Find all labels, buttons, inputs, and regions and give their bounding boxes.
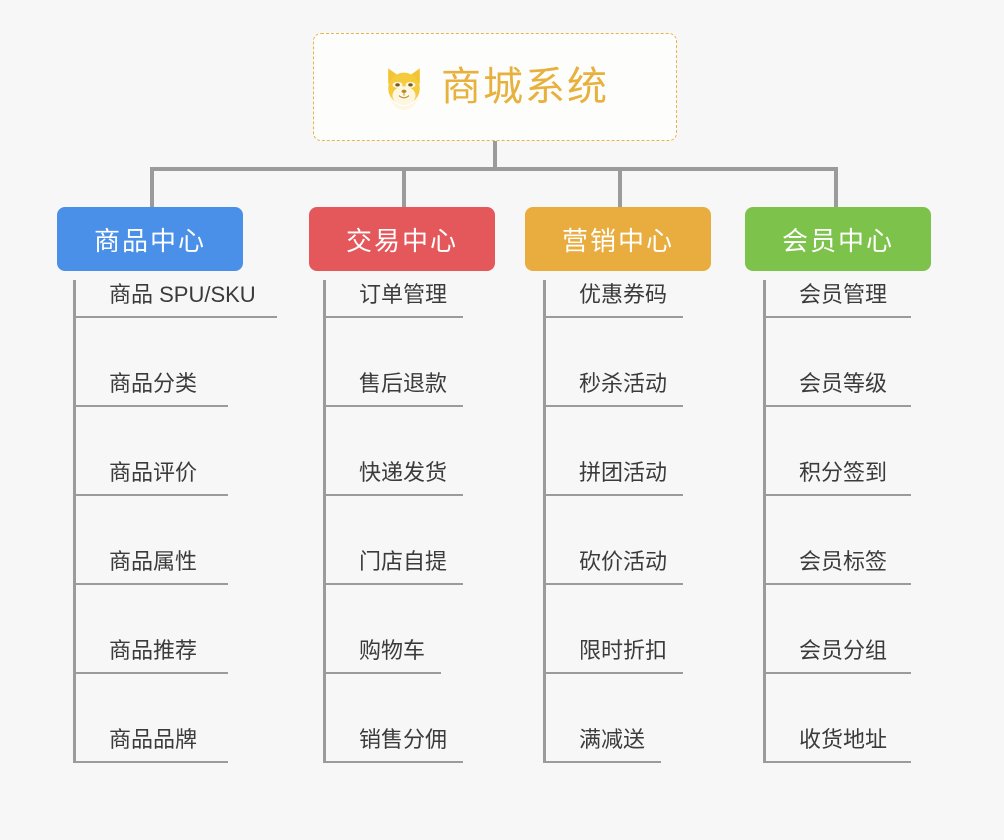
leaf-item-label: 售后退款 xyxy=(359,371,448,396)
leaf-item[interactable]: 商品分类 xyxy=(73,369,228,407)
leaf-item-label: 商品推荐 xyxy=(109,638,198,663)
leaf-item[interactable]: 销售分佣 xyxy=(323,725,463,763)
leaf-item[interactable]: 商品评价 xyxy=(73,458,228,496)
leaf-item[interactable]: 会员等级 xyxy=(763,369,911,407)
leaf-item[interactable]: 售后退款 xyxy=(323,369,463,407)
connector-drop-2 xyxy=(402,167,406,209)
connector-horizontal-bus xyxy=(150,167,838,171)
column-spine xyxy=(73,280,76,763)
root-title: 商城系统 xyxy=(441,65,609,109)
leaf-item[interactable]: 商品推荐 xyxy=(73,636,228,674)
connector-drop-4 xyxy=(834,167,838,209)
leaf-item-label: 积分签到 xyxy=(799,460,888,485)
leaf-item-label: 销售分佣 xyxy=(359,727,448,752)
leaf-item-label: 拼团活动 xyxy=(579,460,668,485)
shiba-dog-icon xyxy=(381,64,427,110)
category-header-label: 营销中心 xyxy=(561,225,674,256)
leaf-item-label: 商品 SPU/SKU xyxy=(109,282,256,307)
leaf-item[interactable]: 快递发货 xyxy=(323,458,463,496)
leaf-item[interactable]: 购物车 xyxy=(323,636,441,674)
root-node[interactable]: 商城系统 xyxy=(313,33,677,141)
leaf-item[interactable]: 秒杀活动 xyxy=(543,369,683,407)
leaf-item[interactable]: 砍价活动 xyxy=(543,547,683,585)
leaf-item-label: 商品品牌 xyxy=(109,727,198,752)
connector-drop-3 xyxy=(618,167,622,209)
leaf-item[interactable]: 收货地址 xyxy=(763,725,911,763)
leaf-item-label: 商品属性 xyxy=(109,549,198,574)
column-spine xyxy=(543,280,546,763)
leaf-item-label: 门店自提 xyxy=(359,549,448,574)
leaf-item-label: 会员标签 xyxy=(799,549,888,574)
connector-drop-1 xyxy=(150,167,154,209)
leaf-item-label: 收货地址 xyxy=(799,727,888,752)
category-header-label: 商品中心 xyxy=(93,225,206,256)
leaf-item[interactable]: 会员标签 xyxy=(763,547,911,585)
leaf-item-label: 满减送 xyxy=(579,727,646,752)
leaf-item-label: 商品分类 xyxy=(109,371,198,396)
leaf-item-label: 订单管理 xyxy=(359,282,448,307)
leaf-item-label: 会员分组 xyxy=(799,638,888,663)
leaf-item-label: 秒杀活动 xyxy=(579,371,668,396)
column-spine xyxy=(763,280,766,763)
category-header-label: 交易中心 xyxy=(345,225,458,256)
leaf-item[interactable]: 拼团活动 xyxy=(543,458,683,496)
category-header-1[interactable]: 交易中心 xyxy=(309,207,495,271)
category-header-label: 会员中心 xyxy=(781,225,894,256)
category-header-3[interactable]: 会员中心 xyxy=(745,207,931,271)
leaf-item[interactable]: 优惠券码 xyxy=(543,280,683,318)
leaf-item[interactable]: 会员分组 xyxy=(763,636,911,674)
leaf-item-label: 购物车 xyxy=(359,638,426,663)
leaf-item[interactable]: 门店自提 xyxy=(323,547,463,585)
leaf-item[interactable]: 订单管理 xyxy=(323,280,463,318)
leaf-item-label: 限时折扣 xyxy=(579,638,668,663)
leaf-item[interactable]: 会员管理 xyxy=(763,280,911,318)
leaf-item[interactable]: 积分签到 xyxy=(763,458,911,496)
leaf-item[interactable]: 商品品牌 xyxy=(73,725,228,763)
leaf-item[interactable]: 商品属性 xyxy=(73,547,228,585)
leaf-item-label: 砍价活动 xyxy=(579,549,668,574)
category-header-0[interactable]: 商品中心 xyxy=(57,207,243,271)
leaf-item-label: 快递发货 xyxy=(359,460,448,485)
leaf-item-label: 优惠券码 xyxy=(579,282,668,307)
leaf-item-label: 会员等级 xyxy=(799,371,888,396)
column-spine xyxy=(323,280,326,763)
category-header-2[interactable]: 营销中心 xyxy=(525,207,711,271)
leaf-item-label: 会员管理 xyxy=(799,282,888,307)
leaf-item[interactable]: 满减送 xyxy=(543,725,661,763)
leaf-item-label: 商品评价 xyxy=(109,460,198,485)
connector-root-stem xyxy=(493,141,497,169)
leaf-item[interactable]: 商品 SPU/SKU xyxy=(73,280,277,318)
leaf-item[interactable]: 限时折扣 xyxy=(543,636,683,674)
